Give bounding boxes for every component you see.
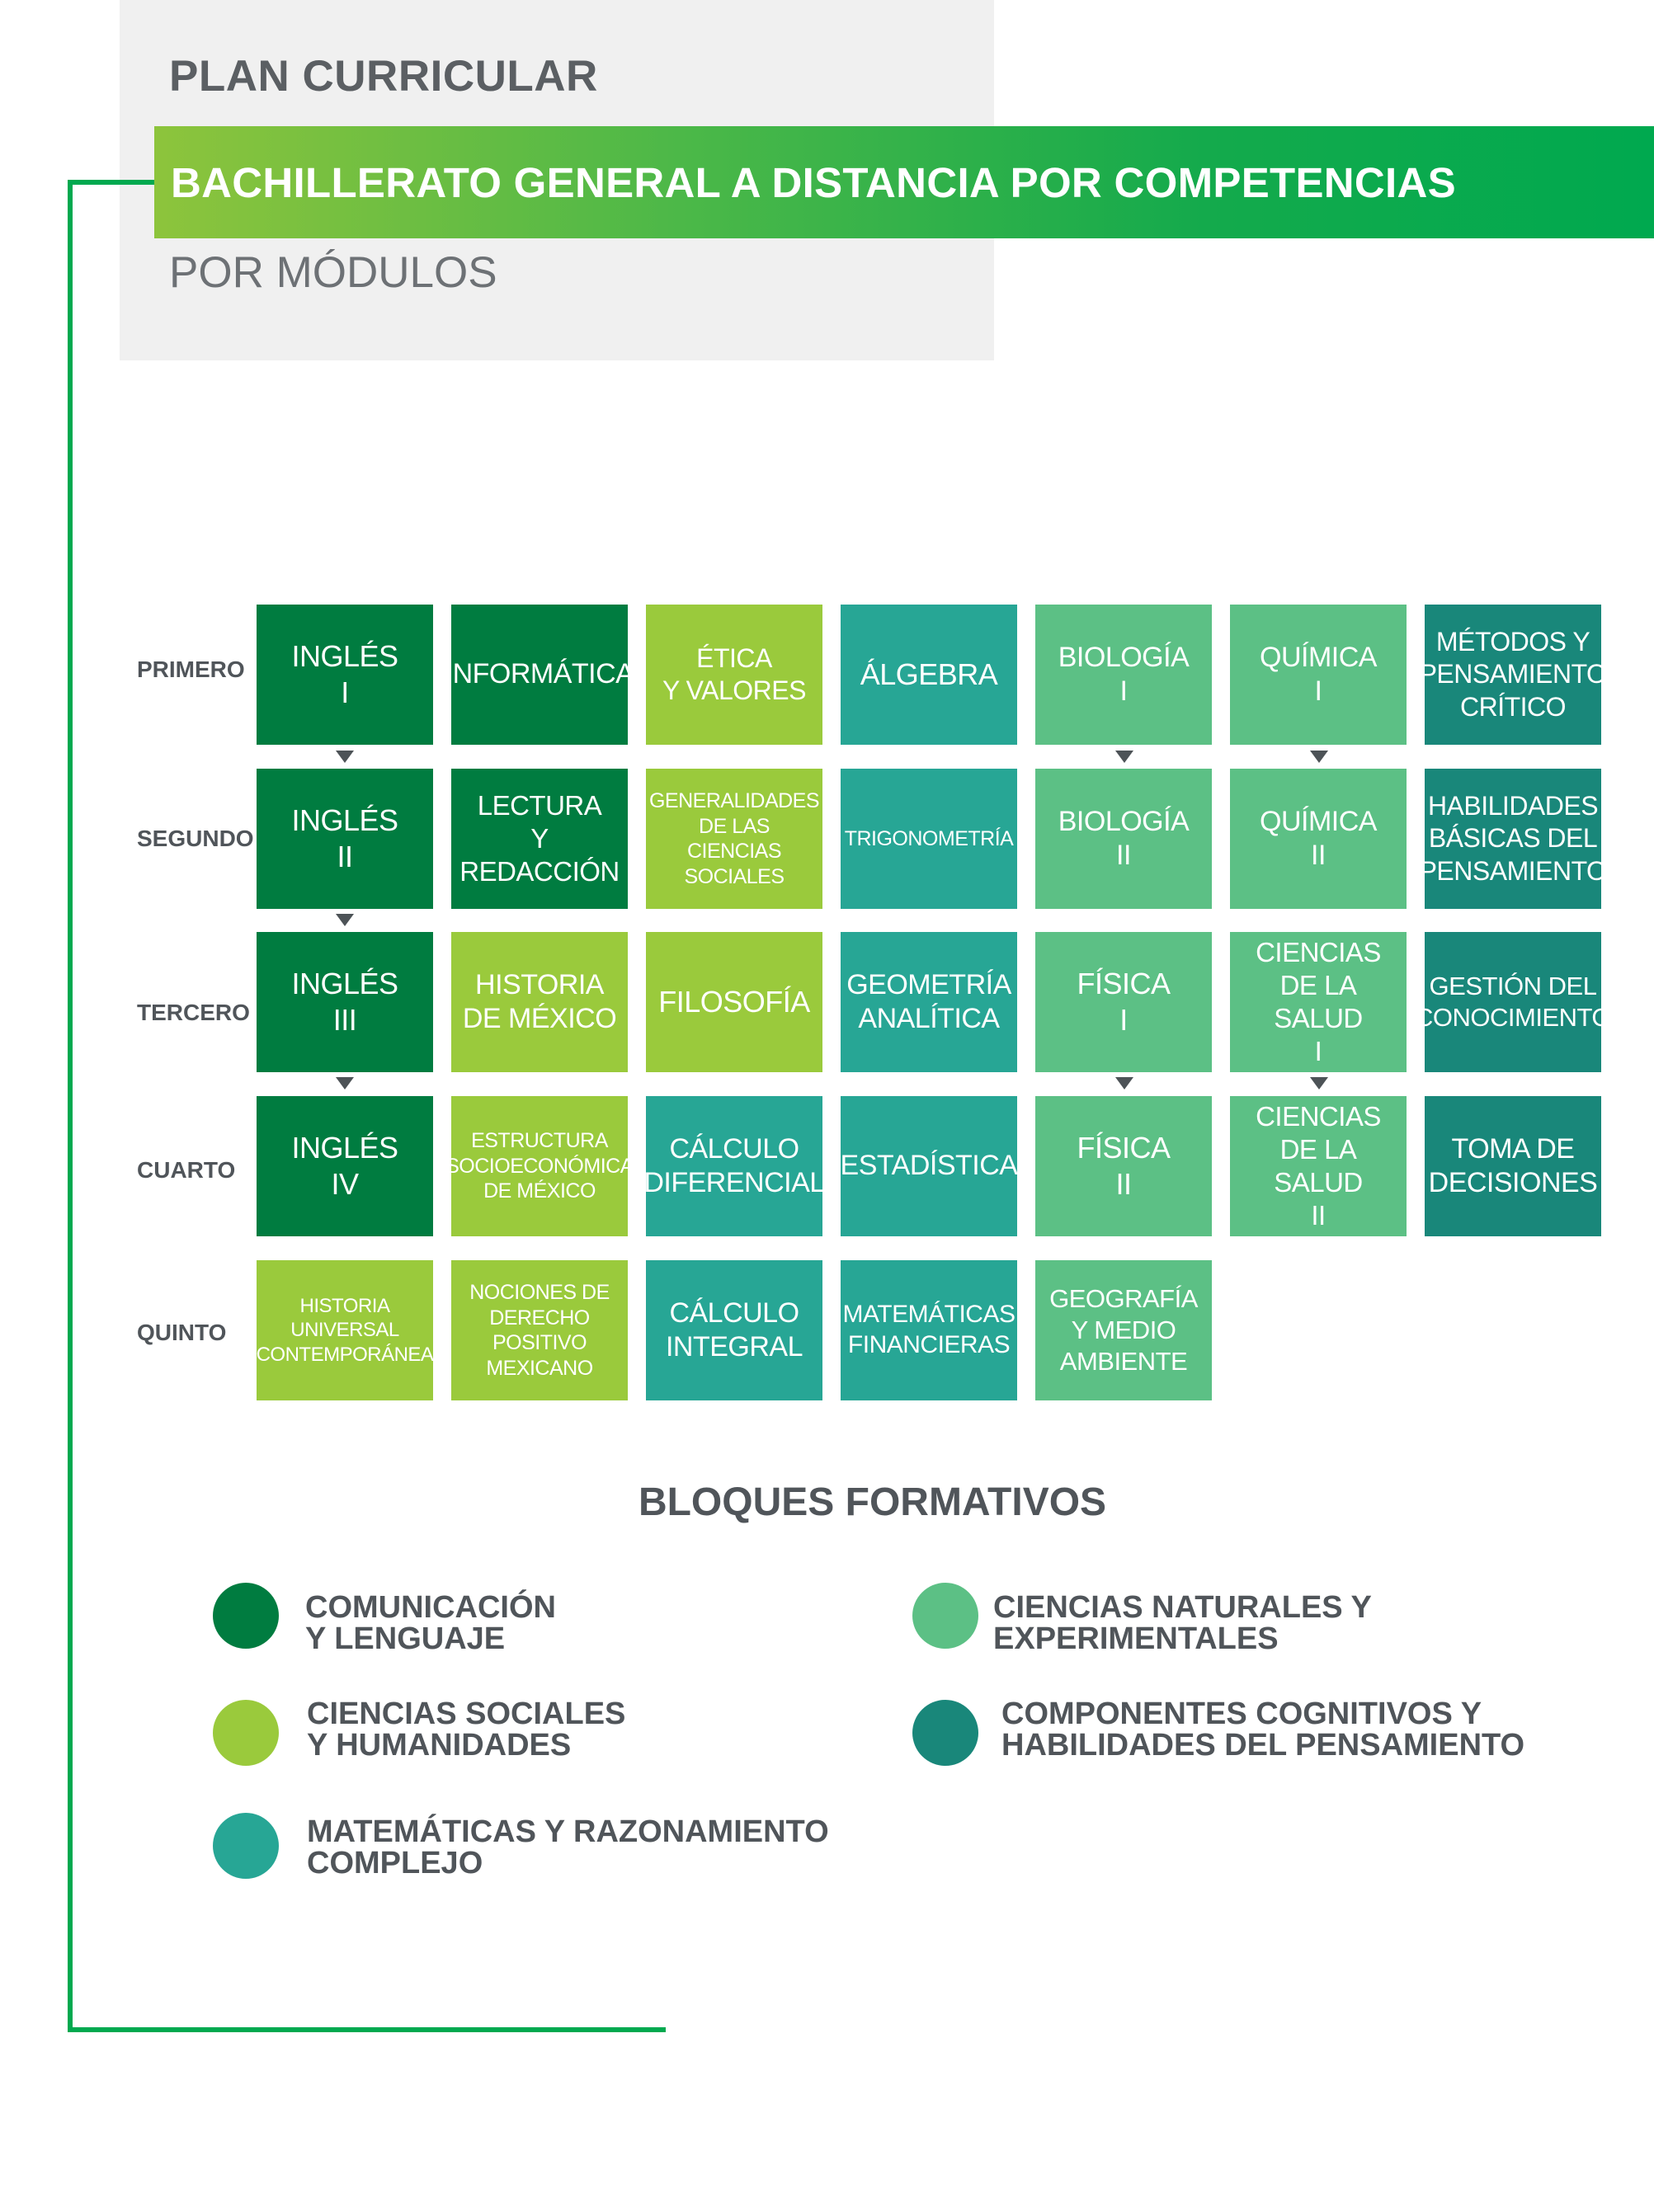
arrow-down-icon (336, 914, 354, 926)
subject-label: CIENCIAS DE LA SALUD II (1256, 1100, 1381, 1231)
subject-tile-fisica-i: FÍSICA I (1035, 932, 1212, 1072)
subject-tile-calculo-integral: CÁLCULO INTEGRAL (646, 1260, 822, 1400)
title-band: BACHILLERATO GENERAL A DISTANCIA POR COM… (154, 126, 1654, 238)
subject-tile-estadistica: ESTADÍSTICA (840, 1096, 1018, 1236)
subject-label: ÁLGEBRA (860, 657, 998, 692)
subject-label: INGLÉS IV (291, 1131, 398, 1201)
subject-tile-ingles-ii: INGLÉS II (257, 769, 433, 909)
page-title: PLAN CURRICULAR (169, 52, 598, 101)
legend-dot-comunicacion (213, 1583, 279, 1649)
subject-tile-ciencias-de-la-salud-i: CIENCIAS DE LA SALUD I (1230, 932, 1407, 1072)
row-label-quinto: QUINTO (137, 1320, 227, 1345)
subject-tile-generalidades-de-las-ciencias-sociales: GENERALIDADES DE LAS CIENCIAS SOCIALES (646, 769, 822, 909)
subject-label: INGLÉS II (291, 803, 398, 873)
subject-tile-etica-y-valores: ÉTICA Y VALORES (646, 605, 822, 745)
subject-label: NOCIONES DE DERECHO POSITIVO MEXICANO (469, 1281, 610, 1380)
row-label-primero: PRIMERO (137, 657, 245, 682)
subject-tile-nociones-de-derecho-positivo-mexicano: NOCIONES DE DERECHO POSITIVO MEXICANO (451, 1260, 628, 1400)
row-label-cuarto: CUARTO (137, 1157, 236, 1183)
subject-tile-gestion-del-conocimiento: GESTIÓN DEL CONOCIMIENTO (1415, 932, 1612, 1072)
subject-tile-geometria-analitica: GEOMETRÍA ANALÍTICA (841, 932, 1017, 1072)
subject-label: TRIGONOMETRÍA (844, 826, 1014, 850)
subject-label: FÍSICA II (1077, 1131, 1171, 1201)
arrow-down-icon (1310, 1077, 1328, 1090)
subject-label: BIOLOGÍA I (1058, 641, 1190, 707)
subject-label: GEOGRAFÍA Y MEDIO AMBIENTE (1049, 1284, 1198, 1376)
subject-tile-quimica-i: QUÍMICA I (1230, 605, 1407, 745)
subject-label: MÉTODOS Y PENSAMIENTO CRÍTICO (1419, 627, 1607, 722)
subject-label: HISTORIA UNIVERSAL CONTEMPORÁNEA (256, 1295, 434, 1366)
subject-tile-historia-universal-contemporanea: HISTORIA UNIVERSAL CONTEMPORÁNEA (256, 1260, 434, 1400)
arrow-down-icon (1310, 751, 1328, 763)
subject-tile-ingles-iii: INGLÉS III (257, 932, 433, 1072)
subject-label: INFORMÁTICA (445, 658, 634, 690)
legend-label-matematicas: MATEMÁTICAS Y RAZONAMIENTO COMPLEJO (307, 1814, 829, 1880)
arrow-down-icon (336, 751, 354, 763)
subject-tile-lectura-y-redaccion: LECTURA Y REDACCIÓN (451, 769, 628, 909)
subject-tile-geografia-y-medio-ambiente: GEOGRAFÍA Y MEDIO AMBIENTE (1035, 1260, 1212, 1400)
subject-tile-fisica-ii: FÍSICA II (1035, 1096, 1212, 1236)
arrow-down-icon (1115, 751, 1133, 763)
subject-label: HABILIDADES BÁSICAS DEL PENSAMIENTO (1419, 791, 1607, 886)
decorative-frame (68, 180, 666, 2032)
legend-label-sociales: CIENCIAS SOCIALES Y HUMANIDADES (307, 1697, 626, 1763)
subject-tile-matematicas-financieras: MATEMÁTICAS FINANCIERAS (841, 1260, 1017, 1400)
arrow-down-icon (1115, 1077, 1133, 1090)
subject-label: CÁLCULO DIFERENCIAL (643, 1132, 825, 1198)
subject-tile-ingles-i: INGLÉS I (257, 605, 433, 745)
subject-tile-historia-de-mexico: HISTORIA DE MÉXICO (451, 932, 628, 1072)
subject-tile-biologia-ii: BIOLOGÍA II (1035, 769, 1212, 909)
subject-label: LECTURA Y REDACCIÓN (459, 789, 620, 887)
subject-label: CÁLCULO INTEGRAL (665, 1297, 803, 1362)
legend-title: BLOQUES FORMATIVOS (638, 1480, 1107, 1524)
legend-dot-cognitivos (912, 1700, 978, 1766)
subject-tile-ciencias-de-la-salud-ii: CIENCIAS DE LA SALUD II (1230, 1096, 1407, 1236)
legend-dot-matematicas (213, 1813, 279, 1879)
subject-tile-estructura-socioeconomica-de-mexico: ESTRUCTURA SOCIOECONÓMICA DE MÉXICO (445, 1096, 634, 1236)
legend-label-comunicacion: COMUNICACIÓN Y LENGUAJE (305, 1590, 556, 1656)
subject-label: INGLÉS III (291, 967, 398, 1037)
subject-tile-metodos-y-pensamiento-critico: MÉTODOS Y PENSAMIENTO CRÍTICO (1420, 605, 1607, 745)
subject-tile-informatica: INFORMÁTICA (445, 605, 634, 745)
subject-tile-ingles-iv: INGLÉS IV (257, 1096, 433, 1236)
subject-label: FÍSICA I (1077, 967, 1171, 1037)
subject-label: ESTRUCTURA SOCIOECONÓMICA DE MÉXICO (445, 1129, 634, 1203)
subject-tile-habilidades-basicas-del-pensamiento: HABILIDADES BÁSICAS DEL PENSAMIENTO (1420, 769, 1607, 909)
subject-label: ESTADÍSTICA (840, 1150, 1018, 1182)
subject-tile-algebra: ÁLGEBRA (841, 605, 1017, 745)
subject-label: GENERALIDADES DE LAS CIENCIAS SOCIALES (648, 789, 820, 888)
legend-label-cognitivos: COMPONENTES COGNITIVOS Y HABILIDADES DEL… (1001, 1697, 1525, 1763)
subject-label: GESTIÓN DEL CONOCIMIENTO (1415, 972, 1612, 1032)
subject-label: HISTORIA DE MÉXICO (462, 968, 617, 1034)
subject-tile-calculo-diferencial: CÁLCULO DIFERENCIAL (643, 1096, 825, 1236)
subject-tile-biologia-i: BIOLOGÍA I (1035, 605, 1212, 745)
subject-tile-trigonometria: TRIGONOMETRÍA (841, 769, 1017, 909)
legend-label-naturales: CIENCIAS NATURALES Y EXPERIMENTALES (993, 1590, 1372, 1656)
subject-label: MATEMÁTICAS FINANCIERAS (842, 1301, 1015, 1358)
subject-tile-toma-de-decisiones: TOMA DE DECISIONES (1425, 1096, 1601, 1236)
subject-label: INGLÉS I (291, 639, 398, 709)
subject-tile-quimica-ii: QUÍMICA II (1230, 769, 1407, 909)
decorative-frame-top (68, 180, 157, 185)
page-subtitle: POR MÓDULOS (169, 248, 497, 297)
subject-label: QUÍMICA I (1260, 641, 1377, 707)
legend-dot-naturales (912, 1583, 978, 1649)
subject-tile-filosofia: FILOSOFÍA (646, 932, 822, 1072)
arrow-down-icon (336, 1077, 354, 1090)
row-label-segundo: SEGUNDO (137, 826, 254, 851)
legend-dot-sociales (213, 1700, 279, 1766)
row-label-tercero: TERCERO (137, 1000, 250, 1025)
subject-label: TOMA DE DECISIONES (1428, 1132, 1598, 1198)
subject-label: QUÍMICA II (1260, 805, 1377, 871)
subject-label: GEOMETRÍA ANALÍTICA (846, 968, 1011, 1034)
subject-label: BIOLOGÍA II (1058, 805, 1190, 871)
subject-label: ÉTICA Y VALORES (662, 642, 806, 705)
band-title: BACHILLERATO GENERAL A DISTANCIA POR COM… (171, 158, 1456, 206)
subject-label: CIENCIAS DE LA SALUD I (1256, 936, 1381, 1067)
subject-label: FILOSOFÍA (658, 985, 810, 1019)
